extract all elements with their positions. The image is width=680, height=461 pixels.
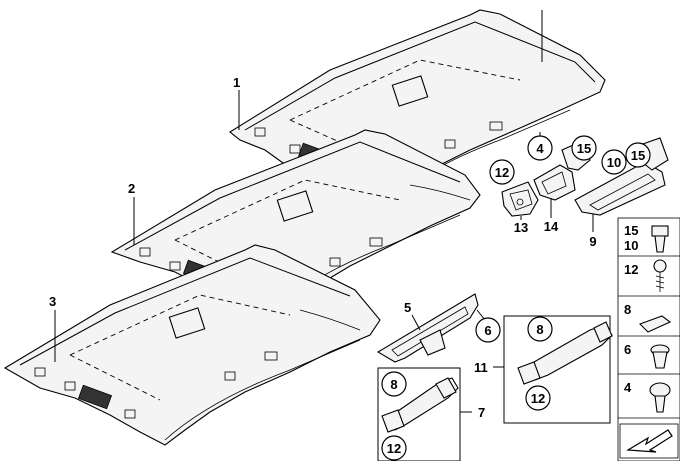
callout-11-8: 8 bbox=[536, 322, 543, 337]
callout-9: 9 bbox=[589, 234, 596, 249]
callout-14: 14 bbox=[544, 219, 559, 234]
panel-label-4: 4 bbox=[624, 380, 632, 395]
callout-3: 3 bbox=[49, 294, 56, 309]
callout-7: 7 bbox=[478, 405, 485, 420]
callout-5: 5 bbox=[404, 300, 411, 315]
screw-icon bbox=[653, 259, 667, 292]
handle-assembly-7-box[interactable] bbox=[377, 367, 461, 461]
callout-4: 4 bbox=[536, 141, 544, 156]
callout-7-12: 12 bbox=[387, 441, 401, 456]
fastener-panel bbox=[617, 217, 680, 461]
callout-7-8: 8 bbox=[390, 377, 397, 392]
expansion-nut-icon bbox=[650, 344, 670, 369]
headliner-3[interactable] bbox=[3, 244, 381, 446]
callout-13-12: 12 bbox=[495, 165, 509, 180]
arrow-down-left-icon[interactable] bbox=[619, 423, 679, 459]
bracket-5[interactable] bbox=[376, 293, 479, 363]
panel-label-12: 12 bbox=[624, 262, 638, 277]
callout-14-15: 15 bbox=[577, 141, 591, 156]
callout-2: 2 bbox=[128, 181, 135, 196]
callout-11: 11 bbox=[474, 360, 488, 375]
pad-icon bbox=[639, 315, 672, 333]
push-rivet-icon bbox=[649, 382, 671, 413]
callout-9-15: 15 bbox=[631, 148, 645, 163]
panel-label-10: 10 bbox=[624, 238, 638, 253]
callout-9-10: 10 bbox=[607, 155, 621, 170]
panel-label-8: 8 bbox=[624, 302, 631, 317]
callout-1: 1 bbox=[233, 75, 240, 90]
handle-assembly-11-box[interactable] bbox=[503, 315, 613, 424]
clip-fastener-icon bbox=[651, 225, 669, 253]
clip-13[interactable] bbox=[501, 181, 539, 217]
callout-circle-4 bbox=[527, 135, 553, 161]
panel-label-6: 6 bbox=[624, 342, 631, 357]
panel-label-15: 15 bbox=[624, 223, 638, 238]
callout-6-circle: 6 bbox=[484, 323, 491, 338]
callout-11-12: 12 bbox=[531, 391, 545, 406]
callout-13: 13 bbox=[514, 220, 528, 235]
